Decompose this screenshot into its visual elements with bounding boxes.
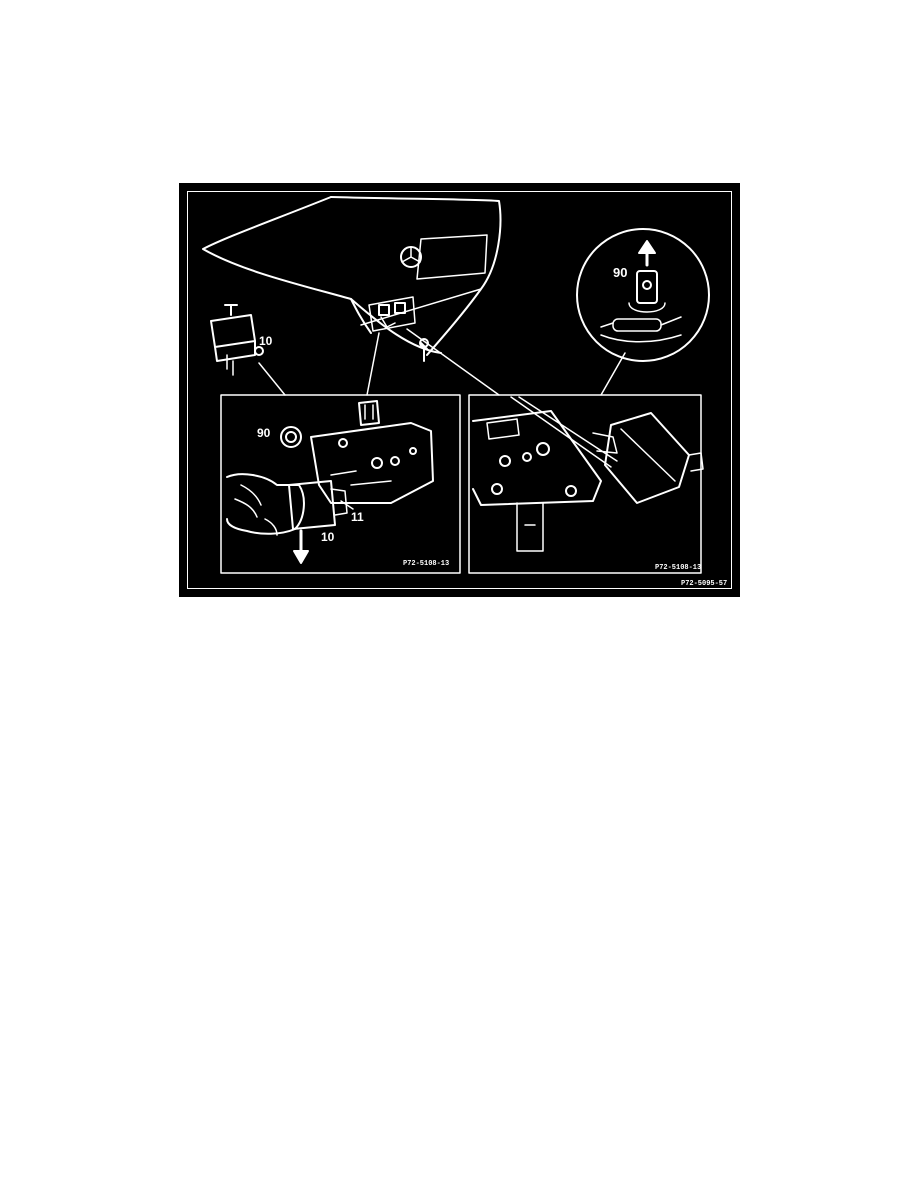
left-detail-panel (220, 394, 461, 574)
actuator-icon (210, 304, 264, 376)
ring-icon (280, 426, 302, 448)
pointer-lines (258, 328, 626, 396)
callout-10-top: 10 (259, 334, 273, 348)
callout-10-left: 10 (321, 530, 335, 544)
figure-frame (187, 191, 732, 589)
right-detail-panel (468, 394, 704, 574)
callout-90-circle: 90 (613, 265, 627, 280)
trunk-lid (202, 196, 502, 362)
callout-90-left: 90 (257, 426, 271, 440)
callout-11: 11 (351, 510, 364, 524)
ref-code-left-panel: P72-5108-13 (403, 560, 449, 568)
circular-inset (576, 228, 710, 362)
ref-code-figure: P72-5095-57 (681, 580, 727, 588)
line-illustration: 10 90 90 11 10 P72-5108-13 P72-5108-13 P… (202, 196, 727, 588)
trunk-lock-figure: 10 90 90 11 10 P72-5108-13 P72-5108-13 P… (179, 183, 740, 597)
ref-code-right-panel: P72-5108-13 (655, 564, 701, 572)
lid-lock-detail (368, 296, 416, 332)
bolt-icon (419, 338, 429, 362)
actuator-icon (592, 412, 704, 504)
emblem-icon (400, 246, 422, 268)
